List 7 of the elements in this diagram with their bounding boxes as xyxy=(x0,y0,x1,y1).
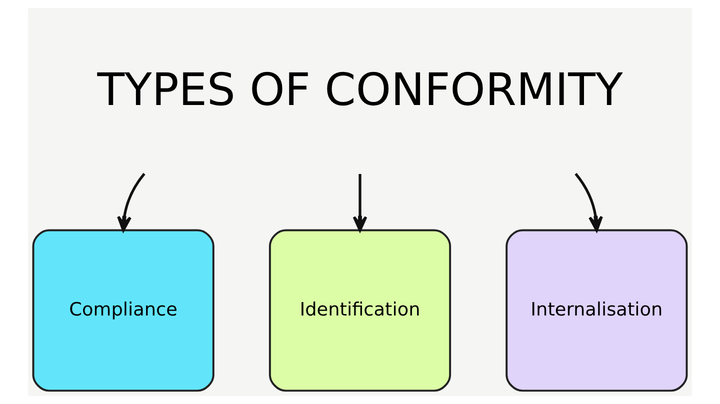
node-text: TYPES OF CONFORMITY xyxy=(97,64,623,116)
arrow xyxy=(352,174,368,232)
arrow xyxy=(574,172,603,232)
arrow xyxy=(117,172,146,232)
node-box: Identification xyxy=(268,229,452,392)
node-box: Internalisation xyxy=(506,229,688,392)
node-box: Compliance xyxy=(32,229,214,392)
